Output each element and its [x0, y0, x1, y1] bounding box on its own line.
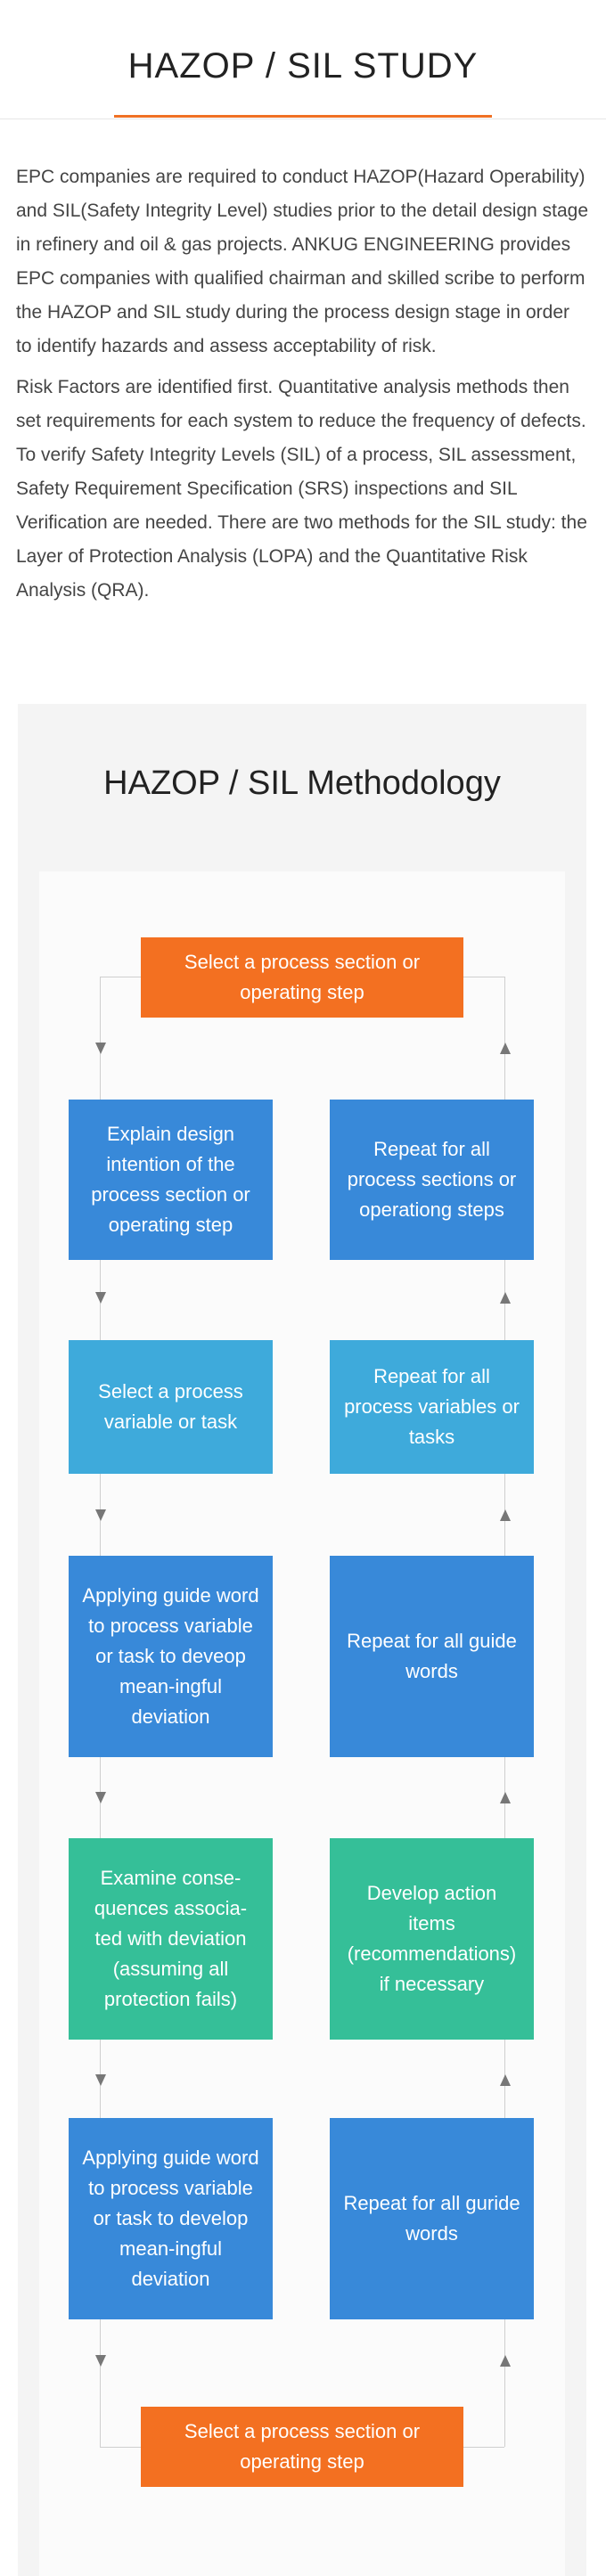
arrow-up-icon — [500, 1043, 511, 1054]
arrow-up-icon — [500, 1292, 511, 1304]
arrow-up-icon — [500, 2074, 511, 2086]
step-examine-consequences-label: Examine conse-quences associa-ted with d… — [94, 1867, 248, 2010]
top-step-label: Select a process section or operating st… — [184, 951, 421, 1003]
title-underline — [114, 115, 492, 118]
intro-paragraph-1: EPC companies are required to conduct HA… — [16, 167, 589, 356]
repeat-variables-box: Repeat for all process variables or task… — [330, 1340, 534, 1474]
repeat-guide-words-2-box: Repeat for all guride words — [330, 2118, 534, 2319]
repeat-sections-box: Repeat for all process sections or opera… — [330, 1100, 534, 1260]
develop-action-items-box: Develop action items (recommendations) i… — [330, 1838, 534, 2040]
step-examine-consequences-box: Examine conse-quences associa-ted with d… — [69, 1838, 273, 2040]
page-title: HAZOP / SIL STUDY — [127, 46, 479, 86]
step-select-variable-label: Select a process variable or task — [98, 1380, 243, 1433]
arrow-up-icon — [500, 1509, 511, 1521]
step-explain-design-label: Explain design intention of the process … — [91, 1123, 250, 1236]
flowchart-panel: Select a process section or operating st… — [39, 871, 565, 2576]
arrow-down-icon — [95, 2074, 106, 2086]
step-apply-guide-word-2-box: Applying guide word to process variable … — [69, 2118, 273, 2319]
repeat-sections-label: Repeat for all process sections or opera… — [347, 1138, 517, 1221]
top-step-box: Select a process section or operating st… — [141, 937, 463, 1018]
bottom-right-connector — [463, 2447, 504, 2448]
arrow-down-icon — [95, 2355, 106, 2367]
step-explain-design-box: Explain design intention of the process … — [69, 1100, 273, 1260]
repeat-guide-words-label: Repeat for all guide words — [347, 1630, 517, 1682]
arrow-up-icon — [500, 2355, 511, 2367]
repeat-variables-label: Repeat for all process variables or task… — [344, 1365, 520, 1448]
repeat-guide-words-box: Repeat for all guide words — [330, 1556, 534, 1757]
arrow-down-icon — [95, 1792, 106, 1803]
bottom-step-label: Select a process section or operating st… — [184, 2420, 421, 2473]
arrow-up-icon — [500, 1792, 511, 1803]
intro-section: EPC companies are required to conduct HA… — [0, 119, 606, 608]
develop-action-items-label: Develop action items (recommendations) i… — [347, 1882, 517, 1995]
methodology-section: HAZOP / SIL Methodology Select a process… — [18, 704, 586, 2576]
intro-paragraph-2: Risk Factors are identified first. Quant… — [16, 377, 587, 601]
arrow-down-icon — [95, 1509, 106, 1521]
step-apply-guide-word-box: Applying guide word to process variable … — [69, 1556, 273, 1757]
repeat-guide-words-2-label: Repeat for all guride words — [343, 2192, 520, 2245]
methodology-title: HAZOP / SIL Methodology — [103, 765, 501, 802]
page-header: HAZOP / SIL STUDY — [0, 0, 606, 119]
step-select-variable-box: Select a process variable or task — [69, 1340, 273, 1474]
step-apply-guide-word-2-label: Applying guide word to process variable … — [82, 2147, 259, 2290]
arrow-down-icon — [95, 1043, 106, 1054]
step-apply-guide-word-label: Applying guide word to process variable … — [82, 1584, 259, 1728]
bottom-left-connector — [100, 2447, 141, 2448]
bottom-step-box: Select a process section or operating st… — [141, 2407, 463, 2487]
arrow-down-icon — [95, 1292, 106, 1304]
